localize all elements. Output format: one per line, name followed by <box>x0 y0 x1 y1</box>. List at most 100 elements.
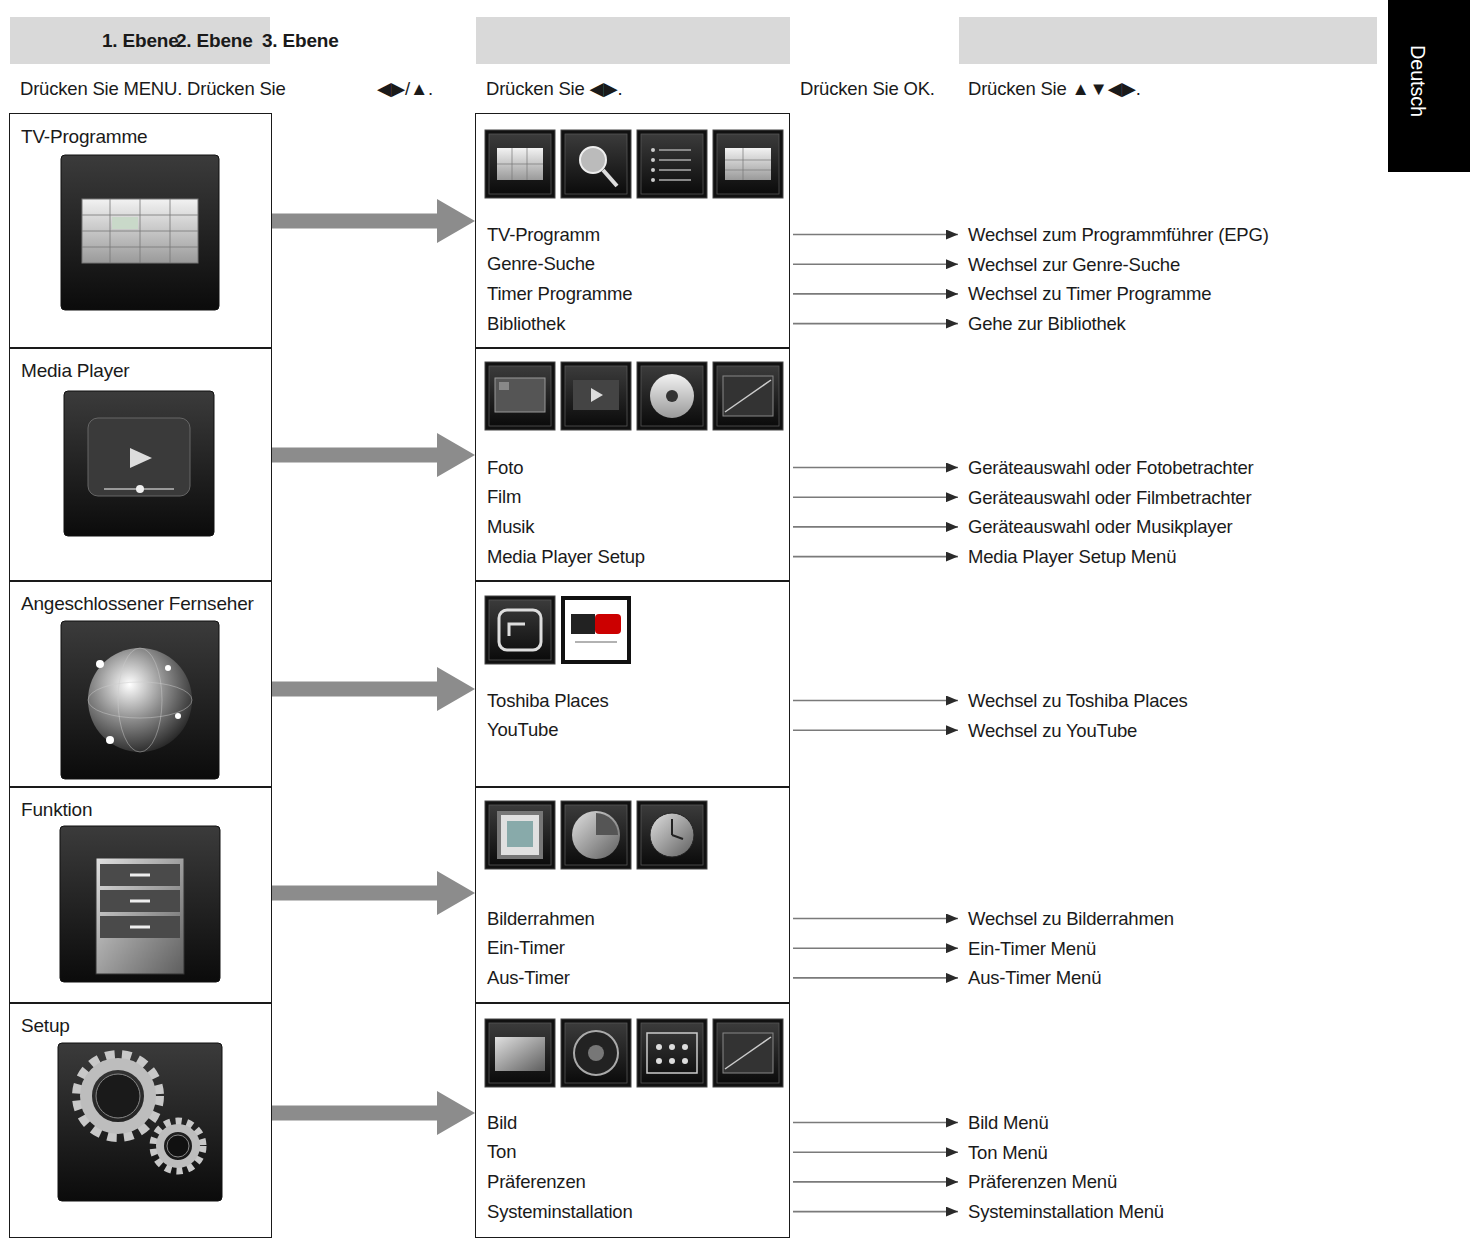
off-timer-thumb-part <box>637 801 707 869</box>
menu-arrow <box>272 199 475 243</box>
music-thumb-part <box>666 390 678 402</box>
epg-icon-part <box>82 231 198 232</box>
media-player-icon-part <box>130 448 152 468</box>
sound-thumb-part <box>588 1045 604 1061</box>
cabinet-icon-part <box>60 826 220 982</box>
globe-icon-part <box>165 665 171 671</box>
target-label: Wechsel zu Toshiba Places <box>968 690 1378 712</box>
preferences-thumb-part <box>669 1058 675 1064</box>
media-player-icon <box>64 391 214 536</box>
key-instruction: ◀▶/▲. <box>377 78 433 100</box>
gears-icon-part <box>86 1064 150 1128</box>
search-thumb <box>561 130 631 198</box>
library-thumb-part <box>713 130 783 198</box>
timer-list-thumb-part <box>637 130 707 198</box>
submenu-item: Bilderrahmen <box>487 908 789 930</box>
target-label: Wechsel zur Genre-Suche <box>968 254 1378 276</box>
epg-thumb-part <box>497 164 543 165</box>
setup-thumb-part <box>723 376 773 416</box>
menu-target: Geräteauswahl oder Fotobetrachter <box>958 457 1378 479</box>
header-bar-part <box>476 17 790 64</box>
connector-arrow <box>793 729 958 731</box>
menu-target: Wechsel zu Bilderrahmen <box>958 908 1378 930</box>
globe-icon-part <box>96 660 104 668</box>
connector-arrow <box>793 234 958 236</box>
target-label: Wechsel zu Bilderrahmen <box>968 908 1378 930</box>
target-label: Wechsel zu YouTube <box>968 720 1378 742</box>
target-label: Geräteauswahl oder Musikplayer <box>968 516 1378 538</box>
submenu-item: YouTube <box>487 719 789 741</box>
cabinet-icon-part <box>130 900 150 903</box>
target-label: Bild Menü <box>968 1112 1378 1134</box>
submenu-item: Aus-Timer <box>487 967 789 989</box>
connector-arrow <box>793 323 958 325</box>
library-thumb-part <box>725 148 771 180</box>
target-label: Geräteauswahl oder Filmbetrachter <box>968 487 1378 509</box>
key-instruction: Drücken Sie ▲▼◀▶. <box>968 78 1141 100</box>
menu-target: Präferenzen Menü <box>958 1171 1378 1193</box>
menu-target: Geräteauswahl oder Filmbetrachter <box>958 487 1378 509</box>
movie-thumb-part <box>591 388 603 402</box>
item-label: Film <box>487 486 789 508</box>
item-label: Systeminstallation <box>487 1201 789 1223</box>
preferences-thumb-part <box>656 1044 662 1050</box>
photo-thumb <box>485 362 555 430</box>
submenu-item: Ein-Timer <box>487 937 789 959</box>
submenu-box: Toshiba PlacesYouTube <box>475 580 790 788</box>
timer-list-thumb-part <box>659 159 691 161</box>
category-label: Angeschlossener Fernseher <box>21 593 254 615</box>
gears-icon-part <box>154 1122 202 1170</box>
globe-icon-part <box>88 648 192 752</box>
connector-arrow <box>793 556 958 558</box>
on-timer-thumb <box>561 801 631 869</box>
library-thumb-part <box>725 160 771 161</box>
youtube-thumb-part <box>561 596 631 664</box>
category-label: TV-Programme <box>21 126 147 148</box>
cabinet-icon-part <box>100 864 180 886</box>
menu-target: Wechsel zum Programmführer (EPG) <box>958 224 1378 246</box>
youtube-thumb-part <box>565 600 627 660</box>
language-tab <box>1388 0 1470 172</box>
cabinet-icon <box>60 826 220 982</box>
off-timer-thumb <box>637 801 707 869</box>
search-thumb-part <box>603 170 617 186</box>
epg-icon-part <box>112 217 138 229</box>
submenu-item: Media Player Setup <box>487 546 789 568</box>
connector-arrow <box>793 263 958 265</box>
menu-target: Ton Menü <box>958 1142 1378 1164</box>
submenu-item: Systeminstallation <box>487 1201 789 1223</box>
youtube-thumb <box>561 596 631 664</box>
epg-icon-part <box>82 215 198 216</box>
music-thumb-part <box>637 362 707 430</box>
installation-thumb-part <box>713 1019 783 1087</box>
preferences-thumb-part <box>682 1058 688 1064</box>
menu-arrow <box>272 433 475 477</box>
header-bar-part <box>10 17 270 64</box>
submenu-item: Toshiba Places <box>487 690 789 712</box>
submenu-box: TV-ProgrammGenre-SucheTimer ProgrammeBib… <box>475 113 790 349</box>
connector-arrow <box>793 1181 958 1183</box>
key-instruction: Drücken Sie MENU. Drücken Sie <box>20 78 286 100</box>
menu-target: Wechsel zu Toshiba Places <box>958 690 1378 712</box>
target-label: Wechsel zu Timer Programme <box>968 283 1378 305</box>
epg-thumb-part <box>497 148 543 180</box>
globe-icon-part <box>175 713 181 719</box>
library-thumb-part <box>743 148 744 180</box>
connector-arrow <box>793 918 958 920</box>
item-label: Timer Programme <box>487 283 789 305</box>
music-thumb-part <box>650 374 694 418</box>
cabinet-icon-part <box>130 874 150 877</box>
photo-thumb-part <box>485 362 555 430</box>
frame-thumb <box>485 801 555 869</box>
target-label: Ton Menü <box>968 1142 1378 1164</box>
menu-category-box: Angeschlossener Fernseher <box>9 580 272 788</box>
preferences-thumb <box>637 1019 707 1087</box>
item-label: Genre-Suche <box>487 253 789 275</box>
level-heading: 2. Ebene <box>176 30 253 52</box>
menu-target: Media Player Setup Menü <box>958 546 1378 568</box>
item-label: Präferenzen <box>487 1171 789 1193</box>
menu-category-box: Setup <box>9 1002 272 1238</box>
category-label: Funktion <box>21 799 92 821</box>
target-label: Wechsel zum Programmführer (EPG) <box>968 224 1378 246</box>
